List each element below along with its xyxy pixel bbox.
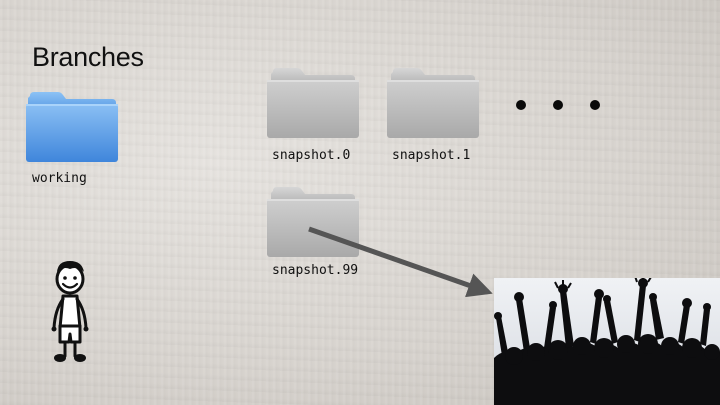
folder-snapshot-99-label: snapshot.99 <box>272 263 359 278</box>
folder-snapshot-0[interactable] <box>265 66 361 140</box>
slide-title: Branches <box>32 42 144 72</box>
ellipsis-dot <box>516 100 526 110</box>
cheering-crowd-image <box>494 278 720 405</box>
ellipsis-icon <box>516 100 606 112</box>
blue-folder-icon <box>26 92 118 162</box>
folder-snapshot-99[interactable] <box>265 185 361 259</box>
stick-figure-icon <box>51 261 89 362</box>
folder-working[interactable] <box>24 90 120 164</box>
gray-folder-icon <box>267 68 359 138</box>
ellipsis-dot <box>590 100 600 110</box>
folder-snapshot-1[interactable] <box>385 66 481 140</box>
gray-folder-icon <box>387 68 479 138</box>
ellipsis-dot <box>553 100 563 110</box>
folder-snapshot-1-label: snapshot.1 <box>392 148 471 163</box>
gray-folder-icon <box>267 187 359 257</box>
folder-snapshot-0-label: snapshot.0 <box>272 148 351 163</box>
folder-working-label: working <box>32 171 87 186</box>
